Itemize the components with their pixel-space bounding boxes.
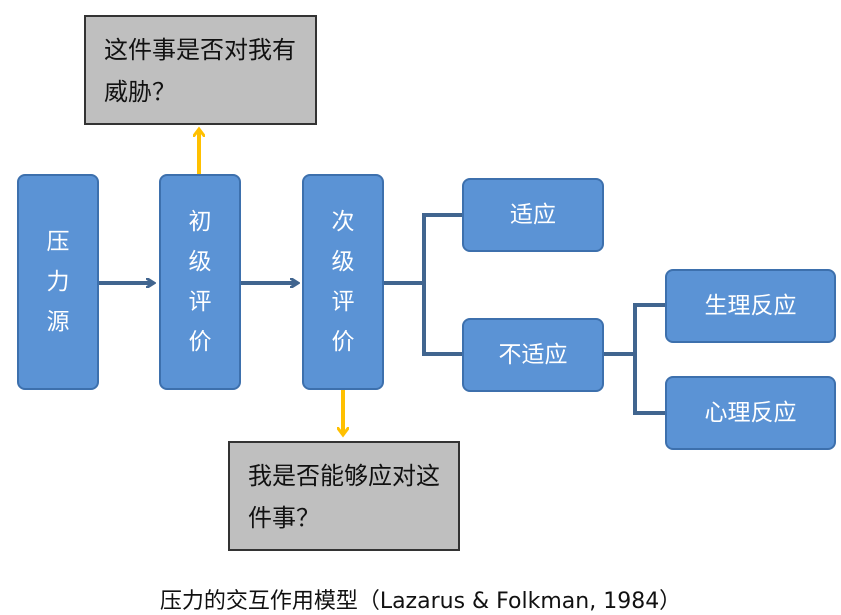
primary-question-note: 这件事是否对我有威胁？ [84,15,317,125]
adapt-label: 适应 [510,202,556,228]
stress-source-label: 压力源 [46,229,70,335]
secondary-appraisal-label: 次级评价 [331,209,355,355]
primary-question-text: 这件事是否对我有威胁？ [104,36,296,106]
stress-source-node: 压力源 [17,174,99,390]
psychological-response-label: 心理反应 [704,400,797,426]
psychological-response-node: 心理反应 [665,376,836,450]
primary-appraisal-node: 初级评价 [159,174,241,390]
primary-appraisal-label: 初级评价 [188,209,212,355]
secondary-question-text: 我是否能够应对这件事？ [248,462,440,532]
adapt-node: 适应 [462,178,604,252]
physiological-response-node: 生理反应 [665,269,836,343]
maladapt-label: 不适应 [498,342,568,368]
maladapt-node: 不适应 [462,318,604,392]
secondary-question-note: 我是否能够应对这件事？ [228,441,460,551]
diagram-caption: 压力的交互作用模型（Lazarus & Folkman, 1984） [159,589,682,614]
secondary-appraisal-node: 次级评价 [302,174,384,390]
physiological-response-label: 生理反应 [704,293,797,319]
